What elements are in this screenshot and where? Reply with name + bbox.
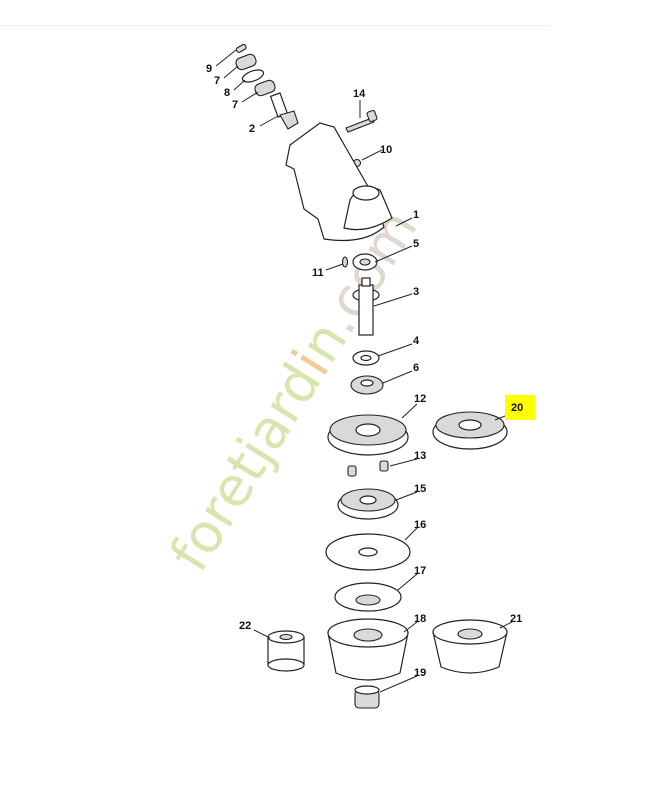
label-8: 8	[224, 87, 230, 99]
part-8-ring	[241, 69, 265, 83]
part-4-washer	[352, 350, 380, 366]
label-16: 16	[414, 519, 426, 531]
label-1: 1	[413, 209, 419, 221]
label-20: 20	[511, 402, 523, 414]
label-7a: 7	[214, 75, 220, 87]
label-21: 21	[510, 613, 522, 625]
label-5: 5	[413, 238, 419, 250]
part-22-bushing	[267, 630, 305, 672]
callout-labels: 9 7 8 7 2 14 10 1 5 11 3 4 6 12 20 13 15…	[206, 63, 523, 679]
part-3-spindle	[352, 277, 380, 336]
part-5-bearing	[352, 253, 378, 271]
label-22: 22	[239, 620, 251, 632]
part-18-thrust-cup	[327, 618, 409, 681]
label-12: 12	[414, 393, 426, 405]
part-21-thrust-cup	[432, 619, 508, 674]
part-19-nut	[354, 685, 380, 709]
label-11: 11	[312, 267, 324, 279]
label-13: 13	[414, 450, 426, 462]
label-10: 10	[380, 144, 392, 156]
label-15: 15	[414, 483, 426, 495]
label-17: 17	[414, 565, 426, 577]
part-11-clip	[341, 256, 349, 268]
part-12-thrust-plate	[327, 414, 409, 456]
label-18: 18	[414, 613, 426, 625]
label-19: 19	[414, 667, 426, 679]
part-13-screws	[347, 460, 389, 477]
part-6-bearing	[350, 375, 384, 395]
label-2: 2	[249, 123, 255, 135]
label-9: 9	[206, 63, 212, 75]
part-2-pinion	[269, 92, 299, 130]
watermark-main: foretjard	[158, 353, 334, 582]
label-14: 14	[353, 88, 366, 100]
part-9-screw	[235, 43, 247, 53]
part-1-gear-housing	[285, 122, 393, 242]
part-7-bushing-b	[254, 79, 276, 97]
highlight-part-20	[505, 395, 535, 420]
part-7-bushing-a	[235, 53, 257, 71]
part-15-flange	[337, 488, 399, 520]
part-14-bolt	[345, 109, 378, 133]
label-6: 6	[413, 362, 419, 374]
label-7b: 7	[232, 99, 238, 111]
part-20-thrust-plate	[432, 411, 508, 450]
part-17-disc	[334, 582, 402, 612]
label-4: 4	[413, 335, 420, 347]
part-16-disc	[325, 533, 411, 571]
top-divider	[0, 25, 550, 26]
label-3: 3	[413, 286, 419, 298]
